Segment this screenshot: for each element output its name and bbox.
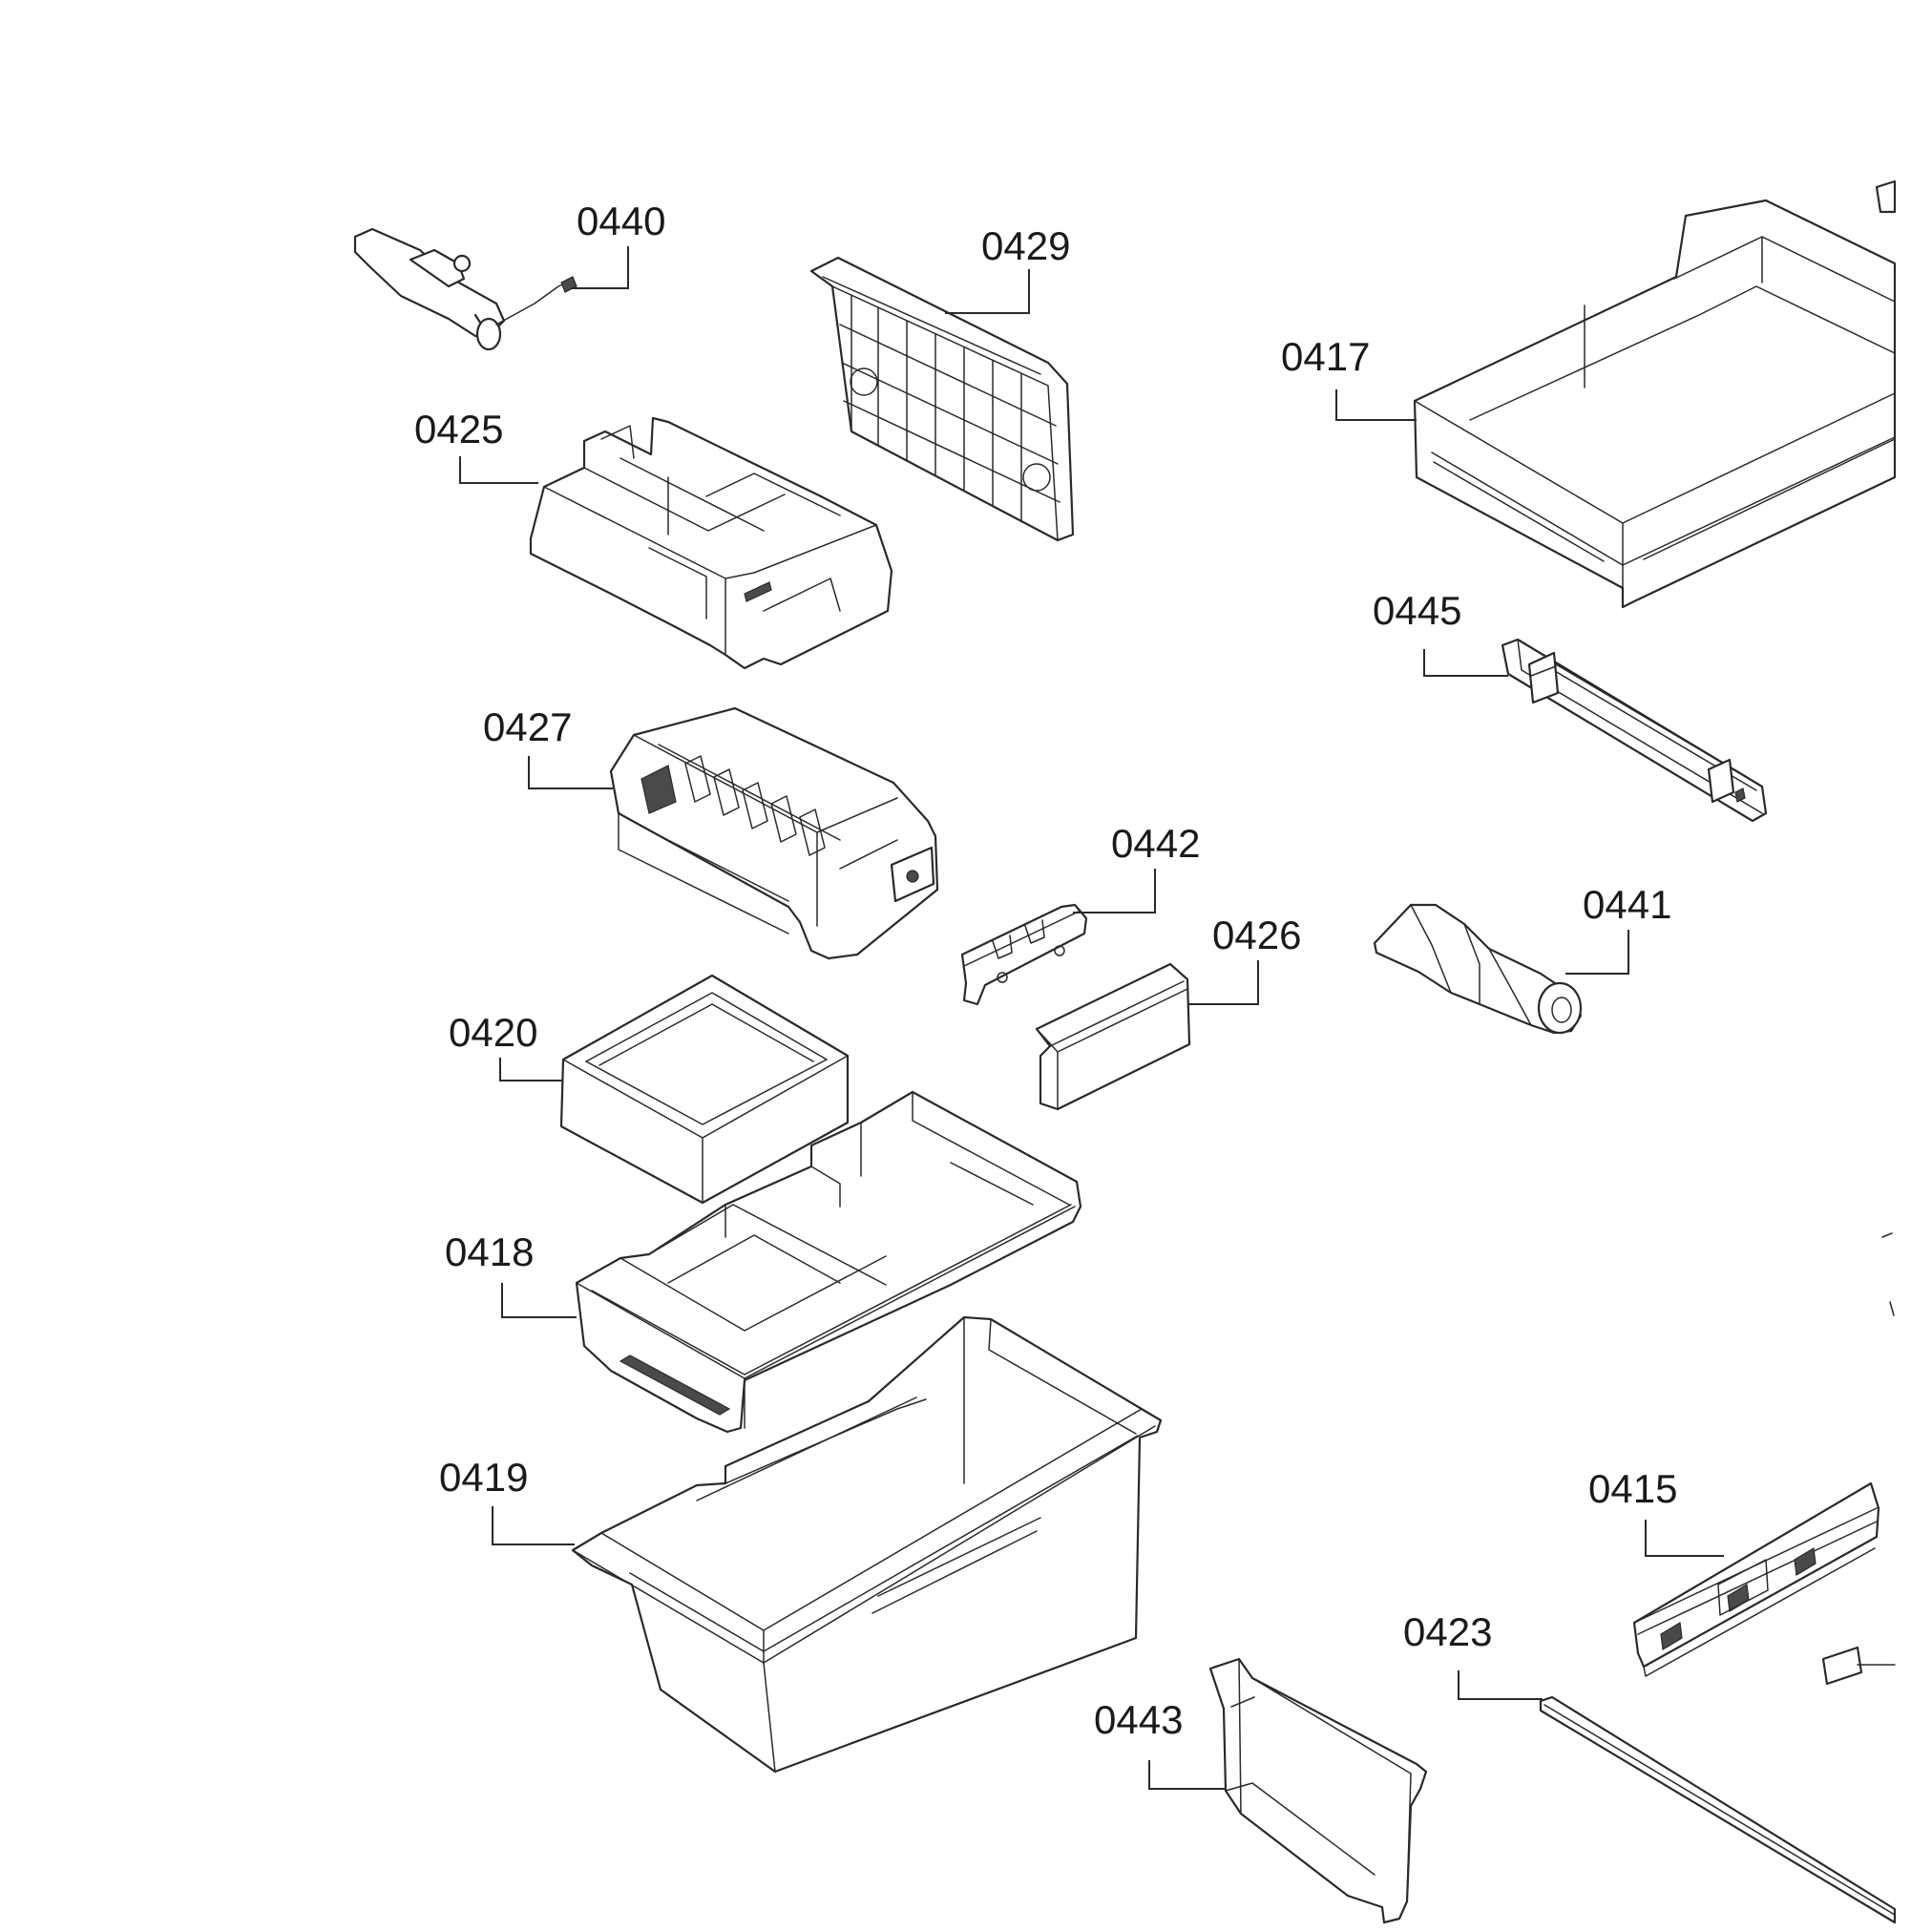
callout-0418: 0418 <box>445 1229 534 1274</box>
leader-lines <box>459 246 1724 1790</box>
leader-0423 <box>1458 1670 1543 1700</box>
callout-labels: 0440 0429 0417 0425 0445 0427 0442 0426 … <box>414 199 1677 1742</box>
callout-0442: 0442 <box>1111 821 1200 866</box>
callout-0417: 0417 <box>1281 334 1370 379</box>
callout-0427: 0427 <box>483 704 572 749</box>
callout-0426: 0426 <box>1212 913 1301 957</box>
partial-part-right-edge <box>1821 1232 1896 1686</box>
part-0426-drawing <box>1035 962 1191 1111</box>
part-0427-drawing <box>609 706 939 960</box>
callout-0415: 0415 <box>1588 1466 1677 1511</box>
part-0415-drawing <box>1632 1481 1880 1677</box>
callout-0423: 0423 <box>1403 1609 1492 1654</box>
leader-0417 <box>1335 389 1417 421</box>
part-0445-drawing <box>1501 638 1768 823</box>
leader-0443 <box>1148 1760 1226 1790</box>
leader-0418 <box>501 1283 577 1318</box>
leader-0426 <box>1187 960 1259 1005</box>
part-0425-drawing <box>529 416 893 670</box>
callout-0420: 0420 <box>449 1010 537 1055</box>
leader-0425 <box>459 456 538 484</box>
part-0419-drawing <box>571 1315 1163 1774</box>
leader-0419 <box>492 1506 575 1545</box>
callout-0419: 0419 <box>439 1455 528 1500</box>
part-0441-drawing <box>1373 903 1583 1035</box>
callout-0440: 0440 <box>577 199 665 243</box>
part-0442-drawing <box>960 903 1088 1006</box>
part-0429-drawing <box>809 256 1075 542</box>
callout-0429: 0429 <box>981 223 1070 268</box>
part-0440-drawing <box>353 227 578 351</box>
callout-0425: 0425 <box>414 407 503 452</box>
leader-0440 <box>571 246 629 289</box>
leader-0415 <box>1645 1520 1724 1557</box>
leader-0445 <box>1423 649 1508 677</box>
leader-0429 <box>945 269 1030 314</box>
part-0417-drawing <box>1413 179 1897 609</box>
leader-0442 <box>1073 869 1156 914</box>
leader-0420 <box>499 1058 563 1082</box>
part-0443-drawing <box>1208 1657 1428 1924</box>
callout-0441: 0441 <box>1583 882 1671 927</box>
callout-0445: 0445 <box>1373 588 1461 633</box>
callout-0443: 0443 <box>1094 1697 1183 1742</box>
leader-0427 <box>528 756 613 789</box>
leader-0441 <box>1565 930 1629 975</box>
part-0420-drawing <box>559 974 850 1205</box>
part-0423-drawing <box>1539 1695 1897 1924</box>
part-0418-drawing <box>575 1090 1082 1434</box>
